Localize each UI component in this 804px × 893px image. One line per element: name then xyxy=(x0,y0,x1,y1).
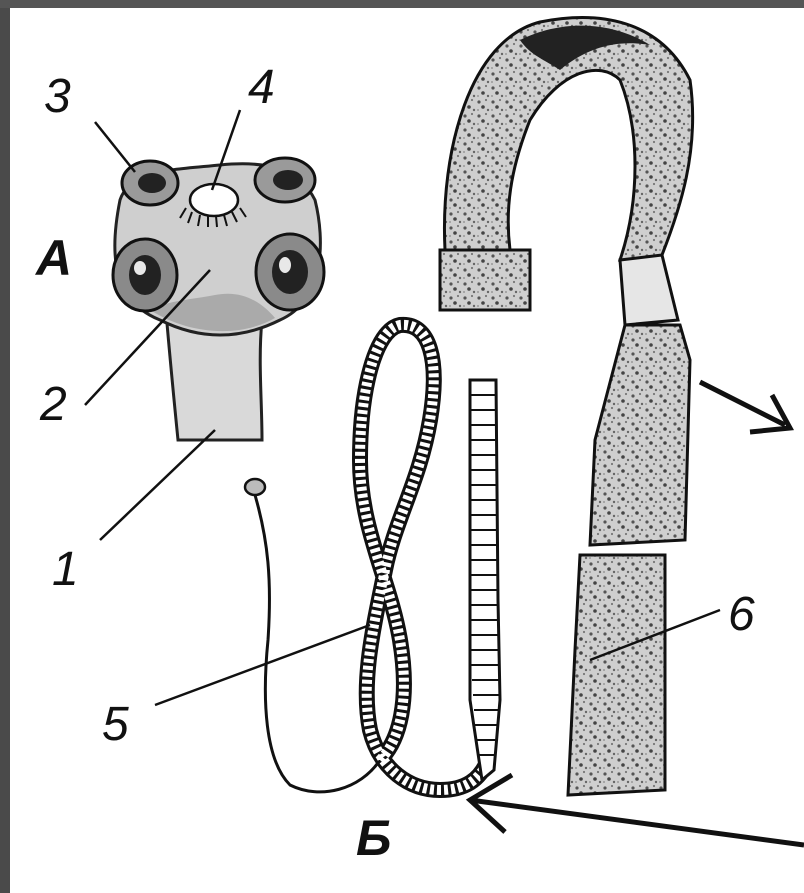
label-a: А xyxy=(34,230,72,286)
label-3: 3 xyxy=(44,70,71,123)
sucker-top-right xyxy=(255,158,315,202)
label-b: Б xyxy=(356,810,391,866)
strobila-strip xyxy=(470,380,500,780)
label-2: 2 xyxy=(39,378,67,431)
label-1: 1 xyxy=(52,543,79,596)
label-5: 5 xyxy=(102,698,129,751)
label-6: 6 xyxy=(728,588,755,641)
sucker-right xyxy=(256,234,324,310)
frame-left-edge xyxy=(0,0,10,893)
frame-top-edge xyxy=(0,0,804,8)
sucker-left xyxy=(113,239,177,311)
label-4: 4 xyxy=(248,61,275,114)
